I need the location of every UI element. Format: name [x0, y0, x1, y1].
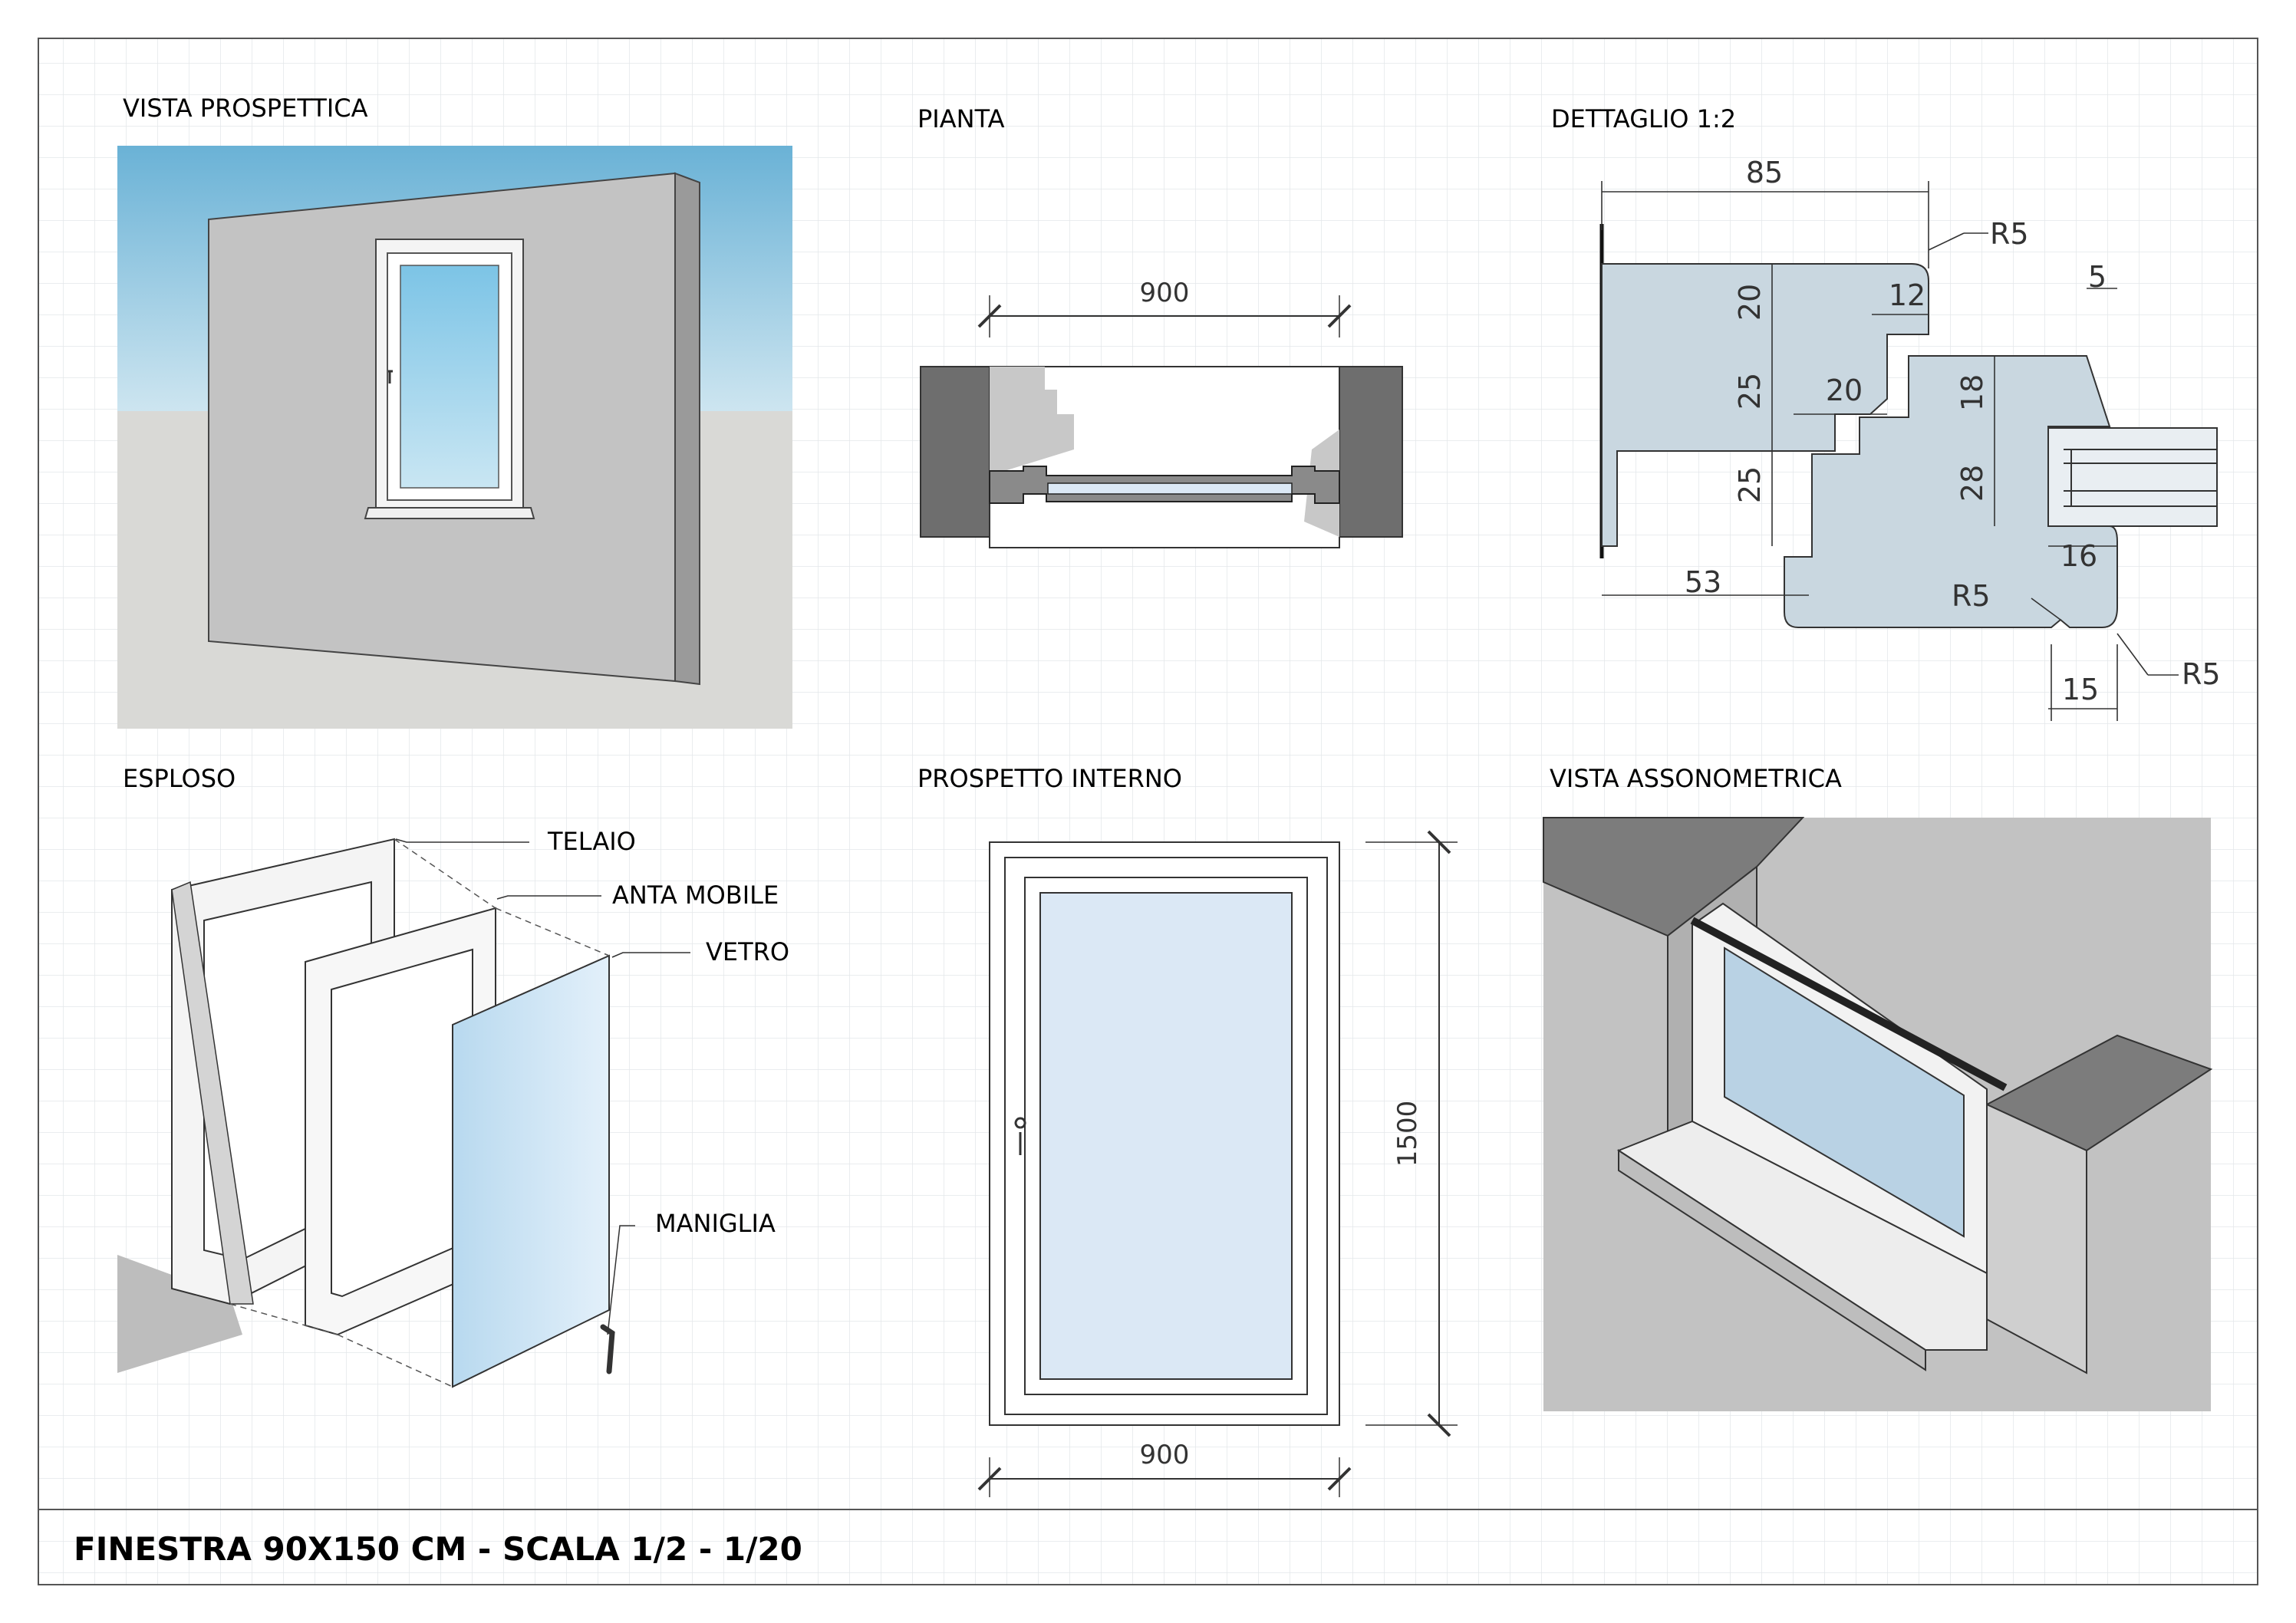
label-maniglia: MANIGLIA	[655, 1209, 776, 1238]
detail-dim-25a: 25	[1733, 373, 1767, 410]
exploded-handle-icon	[600, 1324, 615, 1374]
panel-title-detail: DETTAGLIO 1:2	[1551, 104, 1736, 133]
detail-dim-r5-mid: R5	[1952, 579, 1991, 613]
detail-dim-25b: 25	[1733, 466, 1767, 503]
detail-dim-15: 15	[2062, 673, 2099, 706]
title-block-text: FINESTRA 90X150 CM - SCALA 1/2 - 1/20	[74, 1530, 802, 1568]
explode-guide-lines	[229, 838, 610, 1388]
label-vetro: VETRO	[706, 937, 789, 966]
detail-dim-5: 5	[2088, 260, 2107, 294]
detail-dim-53: 53	[1685, 565, 1721, 599]
panel-title-exploded: ESPLOSO	[123, 764, 236, 793]
detail-sash-section	[1784, 355, 2118, 628]
detail-dim-20b: 20	[1826, 374, 1863, 407]
panel-detail: DETTAGLIO 1:2	[1551, 104, 2221, 721]
detail-glass-outer	[2047, 427, 2218, 527]
handle-icon	[388, 370, 393, 384]
interior-glass	[1039, 892, 1293, 1380]
interior-dim-width: 900	[1140, 1440, 1190, 1470]
detail-dim-16: 16	[2060, 539, 2097, 573]
plan-glass	[1047, 482, 1293, 495]
panel-exploded: ESPLOSO TELAIO ANTA MOBILE VETRO	[117, 764, 789, 1388]
plan-shadow-left	[990, 367, 1074, 476]
panel-title-plan: PIANTA	[917, 104, 1005, 133]
plan-wall-right	[1339, 366, 1403, 538]
panel-axonometric: VISTA ASSONOMETRICA	[1543, 764, 2213, 1411]
panel-title-axonometric: VISTA ASSONOMETRICA	[1550, 764, 1842, 793]
detail-dim-r5-bot: R5	[2182, 657, 2221, 691]
label-telaio: TELAIO	[547, 827, 636, 856]
exploded-sash-opening	[331, 948, 473, 1298]
exploded-frame-side	[171, 881, 254, 1305]
panel-interior: PROSPETTO INTERNO 1500 900	[917, 764, 1458, 1497]
detail-dim-85: 85	[1746, 156, 1783, 189]
detail-dim-r5-top: R5	[1990, 217, 2029, 251]
detail-dim-18: 18	[1955, 374, 1989, 411]
detail-dim-28: 28	[1955, 465, 1989, 502]
panel-perspective: VISTA PROSPETTICA	[117, 94, 792, 729]
window-sill	[364, 507, 535, 519]
axo-glass	[1724, 946, 1965, 1238]
detail-dimension-lines	[1601, 181, 2179, 721]
exploded-shadow	[117, 1255, 242, 1373]
detail-dim-20a: 20	[1733, 284, 1767, 321]
interior-dim-height: 1500	[1392, 1101, 1423, 1167]
panel-plan: PIANTA 900	[917, 104, 1403, 548]
interior-handle-icon	[1014, 1117, 1026, 1155]
sheet-border	[38, 38, 2258, 1585]
exploded-glass	[452, 954, 610, 1388]
label-anta-mobile: ANTA MOBILE	[612, 881, 779, 910]
wall-side	[674, 172, 700, 686]
plan-wall-left	[920, 366, 990, 538]
exploded-leaders	[395, 838, 690, 1335]
panel-title-perspective: VISTA PROSPETTICA	[123, 94, 368, 123]
axo-sill-front	[1618, 1149, 1926, 1371]
panel-title-interior: PROSPETTO INTERNO	[917, 764, 1182, 793]
axo-top-rail	[1690, 917, 2008, 1091]
window-glass	[400, 265, 499, 489]
plan-dim-width: 900	[1140, 278, 1190, 308]
detail-frame-section	[1601, 263, 1929, 547]
detail-dim-12: 12	[1889, 278, 1925, 312]
